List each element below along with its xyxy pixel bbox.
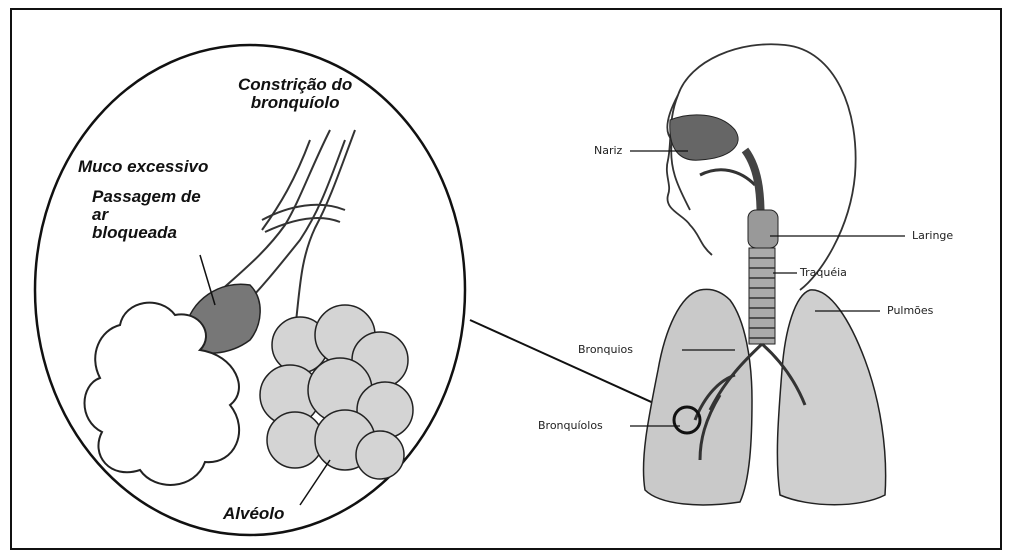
nasal-cavity [670,115,738,160]
constriction-label: Constrição do bronquíolo [238,76,352,112]
blocked-passage-label: Passagem de ar bloqueada [92,188,201,242]
right-lung [777,290,885,505]
larynx-label: Laringe [912,229,953,242]
mucus-label: Muco excessivo [78,158,208,176]
larynx-shape [748,210,778,248]
bronchi-label: Bronquios [578,343,633,356]
trachea-shape [749,248,775,344]
constriction-label-line2: bronquíolo [238,94,352,112]
trachea-label: Traquéia [800,266,847,279]
lungs-label: Pulmões [887,304,933,317]
blocked-passage-line1: Passagem de [92,188,201,206]
blocked-passage-line3: bloqueada [92,224,201,242]
blocked-passage-line2: ar [92,206,201,224]
zoom-connector-line [470,320,680,415]
nose-label: Nariz [594,144,622,157]
alveolus-label: Alvéolo [223,505,284,523]
constriction-label-line1: Constrição do [238,76,352,94]
bronchioles-label: Bronquíolos [538,419,603,432]
left-lung [643,289,752,505]
